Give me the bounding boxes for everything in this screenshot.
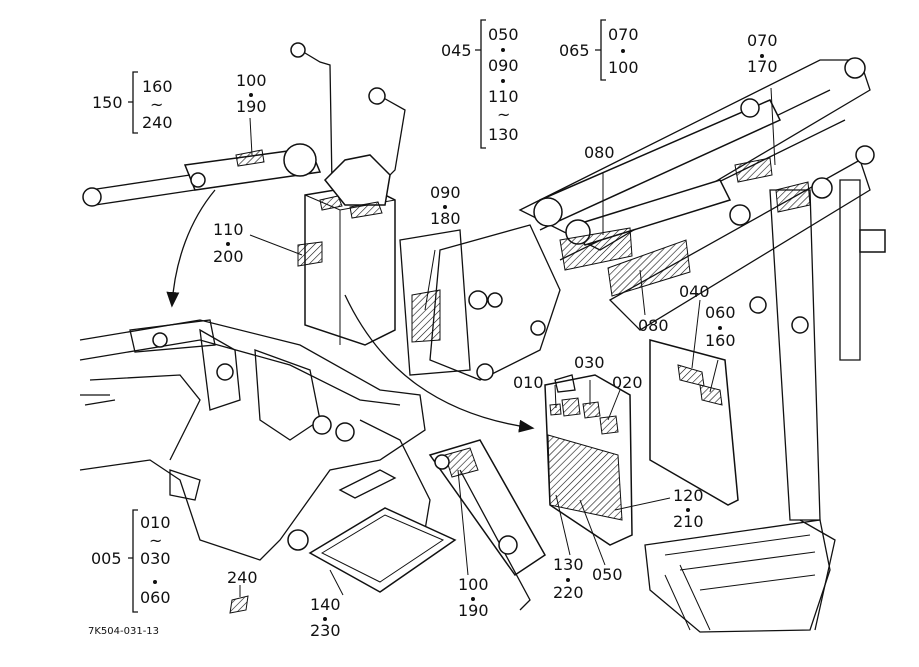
assembly-arrows — [166, 189, 535, 433]
callout-190: 190 — [236, 97, 267, 116]
callout-100-065: 100 — [608, 58, 639, 77]
part-callouts: 150 160 ~ 240 100 190 045 050 090 110 ~ … — [88, 25, 778, 640]
callout-120: 120 — [673, 486, 704, 505]
callout-160: 160 — [142, 77, 173, 96]
callout-tilde-005: ~ — [149, 531, 162, 550]
callout-190-bottom: 190 — [458, 601, 489, 620]
callout-160-mid: 160 — [705, 331, 736, 350]
drawing-code: 7K504-031-13 — [88, 626, 159, 637]
callout-230: 230 — [310, 621, 341, 640]
leader-lines — [239, 87, 776, 597]
callout-180: 180 — [430, 209, 461, 228]
callout-200: 200 — [213, 247, 244, 266]
callout-080-top: 080 — [584, 143, 615, 162]
machine-drawing — [79, 42, 886, 633]
callout-110-mid: 110 — [213, 220, 244, 239]
callout-060-group: 060 — [140, 588, 171, 607]
callout-130: 130 — [488, 125, 519, 144]
callout-010: 010 — [513, 373, 544, 392]
callout-080-mid: 080 — [638, 316, 669, 335]
callout-070: 070 — [608, 25, 639, 44]
callout-030-group: 030 — [140, 549, 171, 568]
callout-070-top: 070 — [747, 31, 778, 50]
group-brackets — [128, 19, 606, 613]
callout-140: 140 — [310, 595, 341, 614]
callout-030: 030 — [574, 353, 605, 372]
callout-100: 100 — [236, 71, 267, 90]
callout-090: 090 — [488, 56, 519, 75]
callout-005: 005 — [91, 549, 122, 568]
callout-050: 050 — [488, 25, 519, 44]
callout-tilde-045: ~ — [497, 105, 510, 124]
callout-tilde: ~ — [150, 95, 163, 114]
callout-065: 065 — [559, 41, 590, 60]
callout-240-group: 240 — [142, 113, 173, 132]
callout-045: 045 — [441, 41, 472, 60]
callout-050-bottom: 050 — [592, 565, 623, 584]
callout-130-bottom: 130 — [553, 555, 584, 574]
callout-170: 170 — [747, 57, 778, 76]
callout-060: 060 — [705, 303, 736, 322]
callout-150: 150 — [92, 93, 123, 112]
callout-020: 020 — [612, 373, 643, 392]
callout-100-bottom: 100 — [458, 575, 489, 594]
callout-110: 110 — [488, 87, 519, 106]
callout-090-mid: 090 — [430, 183, 461, 202]
callout-040: 040 — [679, 282, 710, 301]
callout-010-group: 010 — [140, 513, 171, 532]
callout-240: 240 — [227, 568, 258, 587]
callout-210: 210 — [673, 512, 704, 531]
callout-220: 220 — [553, 583, 584, 602]
